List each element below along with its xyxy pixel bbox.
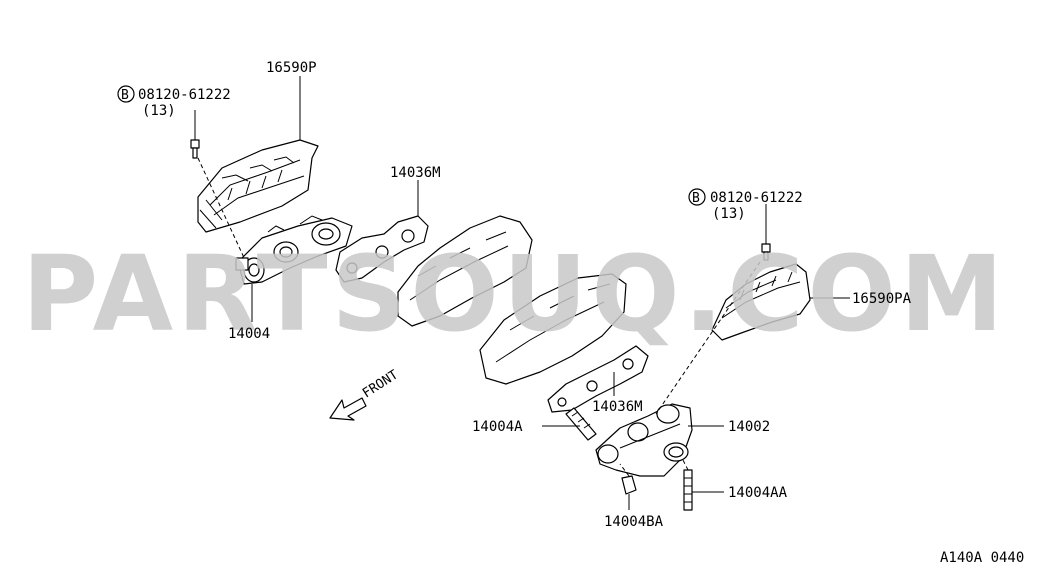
exhaust-manifold-right[interactable] [595,403,693,477]
label-bolt-left[interactable]: 08120-61222 [138,87,231,103]
front-label: FRONT [360,367,401,401]
heat-shield-left[interactable] [197,139,319,233]
cylinder-head-right [479,273,627,385]
stud-14004aa[interactable] [683,469,693,511]
label-bolt-left-qty: (13) [142,103,176,119]
cylinder-head-left [397,215,533,327]
label-14004[interactable]: 14004 [228,326,270,342]
gasket-lower[interactable] [547,345,649,413]
front-arrow-icon [329,397,367,421]
diagram-code: A140A 0440 [940,550,1024,566]
label-14036m-upper[interactable]: 14036M [390,165,441,181]
label-bolt-right-qty: (13) [712,206,746,222]
nut-14004ba[interactable] [621,475,637,495]
stud-14004a[interactable] [565,407,597,441]
label-bolt-right[interactable]: 08120-61222 [710,190,803,206]
bolt-icon[interactable] [190,139,200,159]
bolt-badge-right: B [692,191,700,206]
label-16590p[interactable]: 16590P [266,60,317,76]
watermark: PARTSOUQ.COM [22,233,1007,355]
label-14002[interactable]: 14002 [728,419,770,435]
gasket-upper[interactable] [335,215,429,283]
label-14004a[interactable]: 14004A [472,419,523,435]
label-14036m-lower[interactable]: 14036M [592,399,643,415]
label-16590pa[interactable]: 16590PA [852,291,912,307]
label-14004aa[interactable]: 14004AA [728,485,788,501]
bolt-badge-left: B [121,88,129,103]
exhaust-manifold-left[interactable] [235,215,353,285]
label-14004ba[interactable]: 14004BA [604,514,664,530]
